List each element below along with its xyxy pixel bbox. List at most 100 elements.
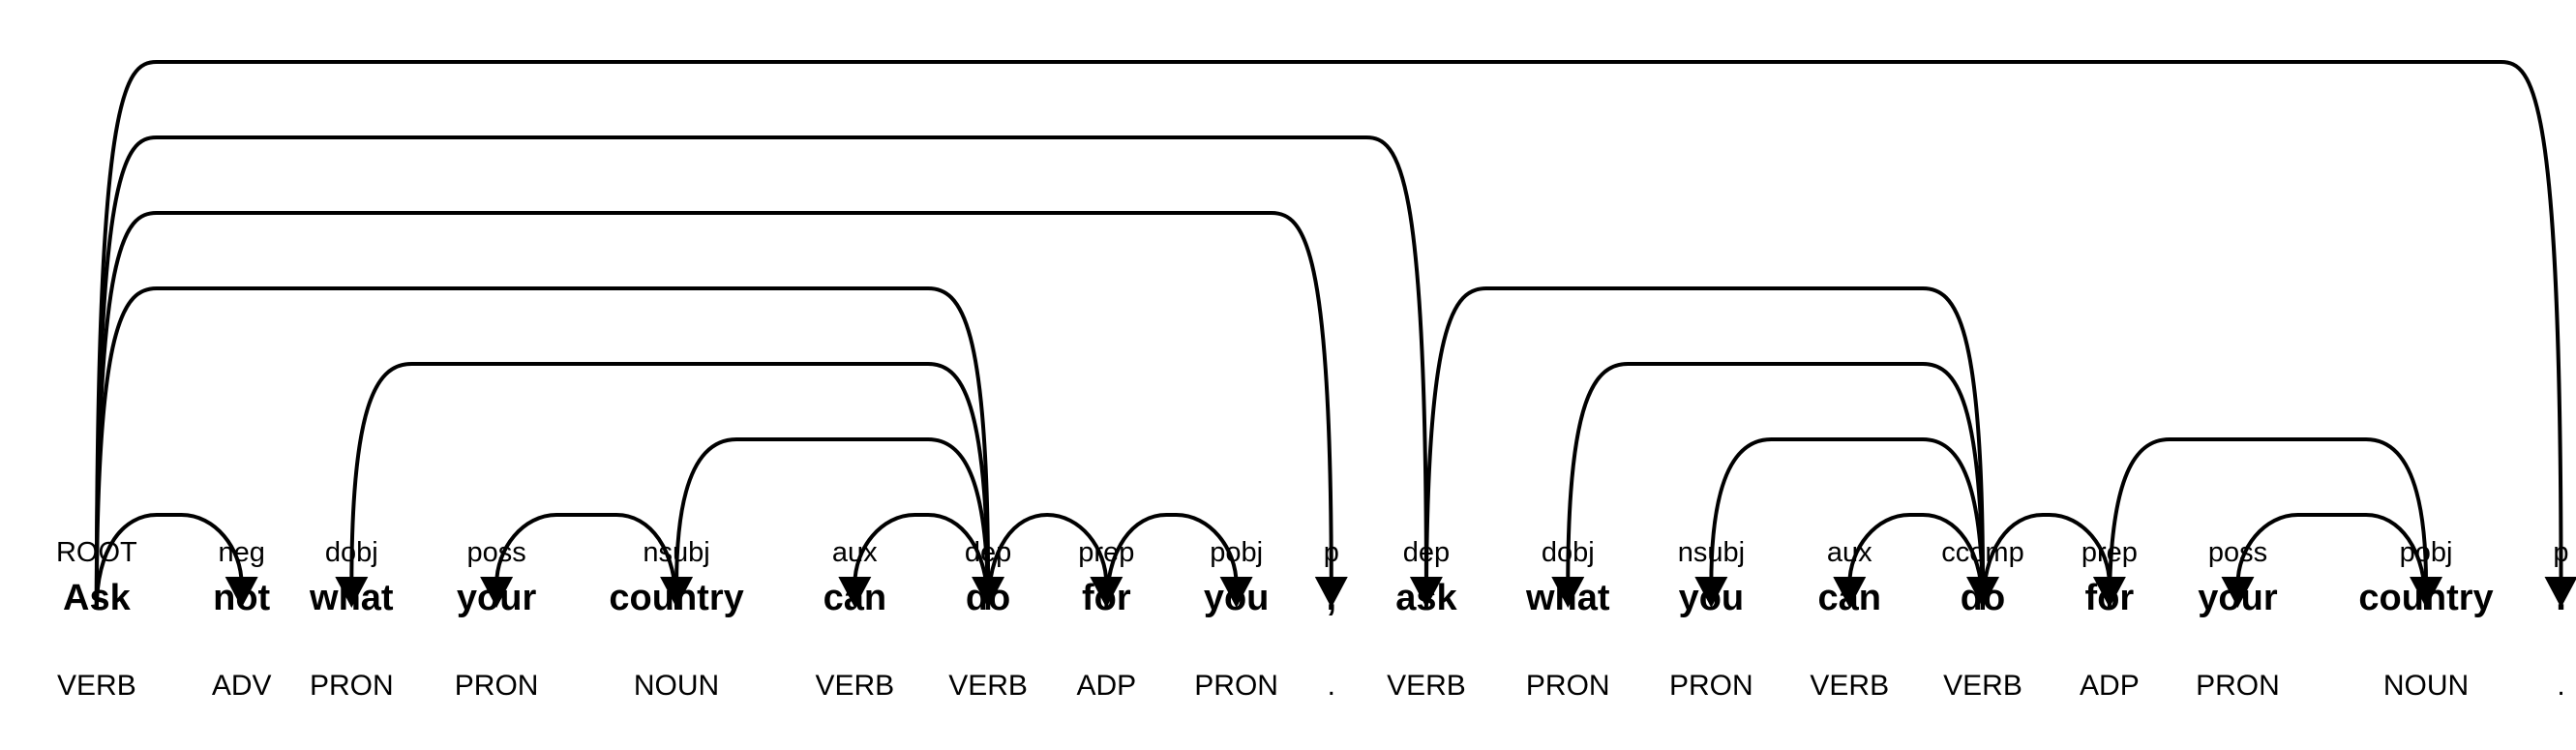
arc-path-pobj — [1104, 513, 1239, 611]
token-word[interactable]: you — [1679, 578, 1745, 618]
dependency-arc — [94, 513, 258, 611]
token-word[interactable]: country — [609, 578, 743, 618]
token-relation-label: pobj — [2400, 537, 2453, 568]
token-word[interactable]: do — [1961, 578, 2005, 618]
arrow-head-icon — [660, 577, 694, 608]
arc-path-dobj — [1566, 362, 1986, 611]
token-word[interactable]: can — [824, 578, 886, 618]
dependency-arc — [480, 513, 679, 611]
token-relation-label: aux — [832, 537, 878, 568]
arc-path-dobj — [349, 362, 991, 611]
token-word[interactable]: for — [1082, 578, 1131, 618]
token-word[interactable]: Ask — [63, 578, 132, 618]
dependency-arc — [2107, 437, 2443, 611]
token-18[interactable]: p.. — [2553, 537, 2568, 702]
arc-path-aux — [853, 513, 991, 611]
arc-path-nsubj — [1709, 437, 1986, 611]
arrow-head-icon — [1314, 577, 1348, 608]
token-relation-label: p — [2553, 537, 2568, 568]
token-pos-tag: PRON — [310, 670, 394, 702]
token-pos-tag: . — [2557, 670, 2564, 702]
token-pos-tag: ADV — [212, 670, 272, 702]
arc-path-neg — [94, 513, 244, 611]
token-word[interactable]: can — [1818, 578, 1881, 618]
arc-path-poss — [2235, 513, 2429, 611]
token-9[interactable]: p,. — [1324, 537, 1339, 702]
token-relation-label: aux — [1827, 537, 1872, 568]
token-relation-label: nsubj — [643, 537, 709, 568]
token-word[interactable]: ask — [1395, 578, 1457, 618]
token-pos-tag: VERB — [815, 670, 894, 702]
dependency-arc — [335, 362, 991, 611]
token-pos-tag: VERB — [1387, 670, 1466, 702]
token-relation-label: dobj — [325, 537, 378, 568]
token-pos-tag: VERB — [1810, 670, 1889, 702]
token-word[interactable]: for — [2085, 578, 2135, 618]
dependency-arc — [1694, 437, 1986, 611]
token-relation-label: nsubj — [1678, 537, 1745, 568]
arrow-head-icon — [1219, 577, 1253, 608]
token-relation-label: pobj — [1210, 537, 1263, 568]
token-word[interactable]: you — [1204, 578, 1270, 618]
dependency-arc — [660, 437, 991, 611]
arc-path-dep — [94, 135, 1428, 611]
dependency-arc — [94, 60, 2576, 611]
dependency-arc — [1833, 513, 1986, 611]
arc-path-ccomp — [1423, 286, 1986, 611]
dependency-arc — [1423, 286, 2000, 611]
token-word[interactable]: country — [2358, 578, 2493, 618]
token-word[interactable]: do — [966, 578, 1010, 618]
token-relation-label: p — [1324, 537, 1339, 568]
arrow-head-icon — [1833, 577, 1867, 608]
token-pos-tag: PRON — [1669, 670, 1753, 702]
token-word[interactable]: your — [457, 578, 537, 618]
token-word[interactable]: not — [213, 578, 270, 618]
token-relation-label: prep — [1078, 537, 1134, 568]
token-pos-tag: NOUN — [2383, 670, 2469, 702]
token-word[interactable]: , — [1326, 578, 1336, 618]
token-word[interactable]: what — [1525, 578, 1610, 618]
token-pos-tag: VERB — [57, 670, 136, 702]
arc-path-aux — [1847, 513, 1986, 611]
dependency-arc — [94, 286, 1005, 611]
token-pos-tag: VERB — [1943, 670, 2022, 702]
token-word[interactable]: . — [2556, 578, 2566, 618]
token-layer: ROOTAskVERBnegnotADVdobjwhatPRONpossyour… — [56, 537, 2569, 702]
token-relation-label: neg — [218, 537, 264, 568]
arc-path-poss — [494, 513, 679, 611]
token-pos-tag: ADP — [2080, 670, 2140, 702]
arc-path-dep — [94, 286, 991, 611]
dependency-arc — [838, 513, 991, 611]
token-relation-label: poss — [2208, 537, 2267, 568]
arrow-head-icon — [1694, 577, 1728, 608]
arc-path-p — [94, 211, 1333, 611]
arc-path-prep — [1981, 513, 2112, 611]
dependency-arc — [1551, 362, 1986, 611]
arrow-head-icon — [1551, 577, 1585, 608]
token-pos-tag: PRON — [2196, 670, 2280, 702]
token-word[interactable]: your — [2198, 578, 2278, 618]
token-pos-tag: PRON — [1526, 670, 1610, 702]
token-relation-label: poss — [466, 537, 525, 568]
token-word[interactable]: what — [309, 578, 394, 618]
token-pos-tag: PRON — [455, 670, 539, 702]
arrow-head-icon — [2544, 577, 2576, 608]
